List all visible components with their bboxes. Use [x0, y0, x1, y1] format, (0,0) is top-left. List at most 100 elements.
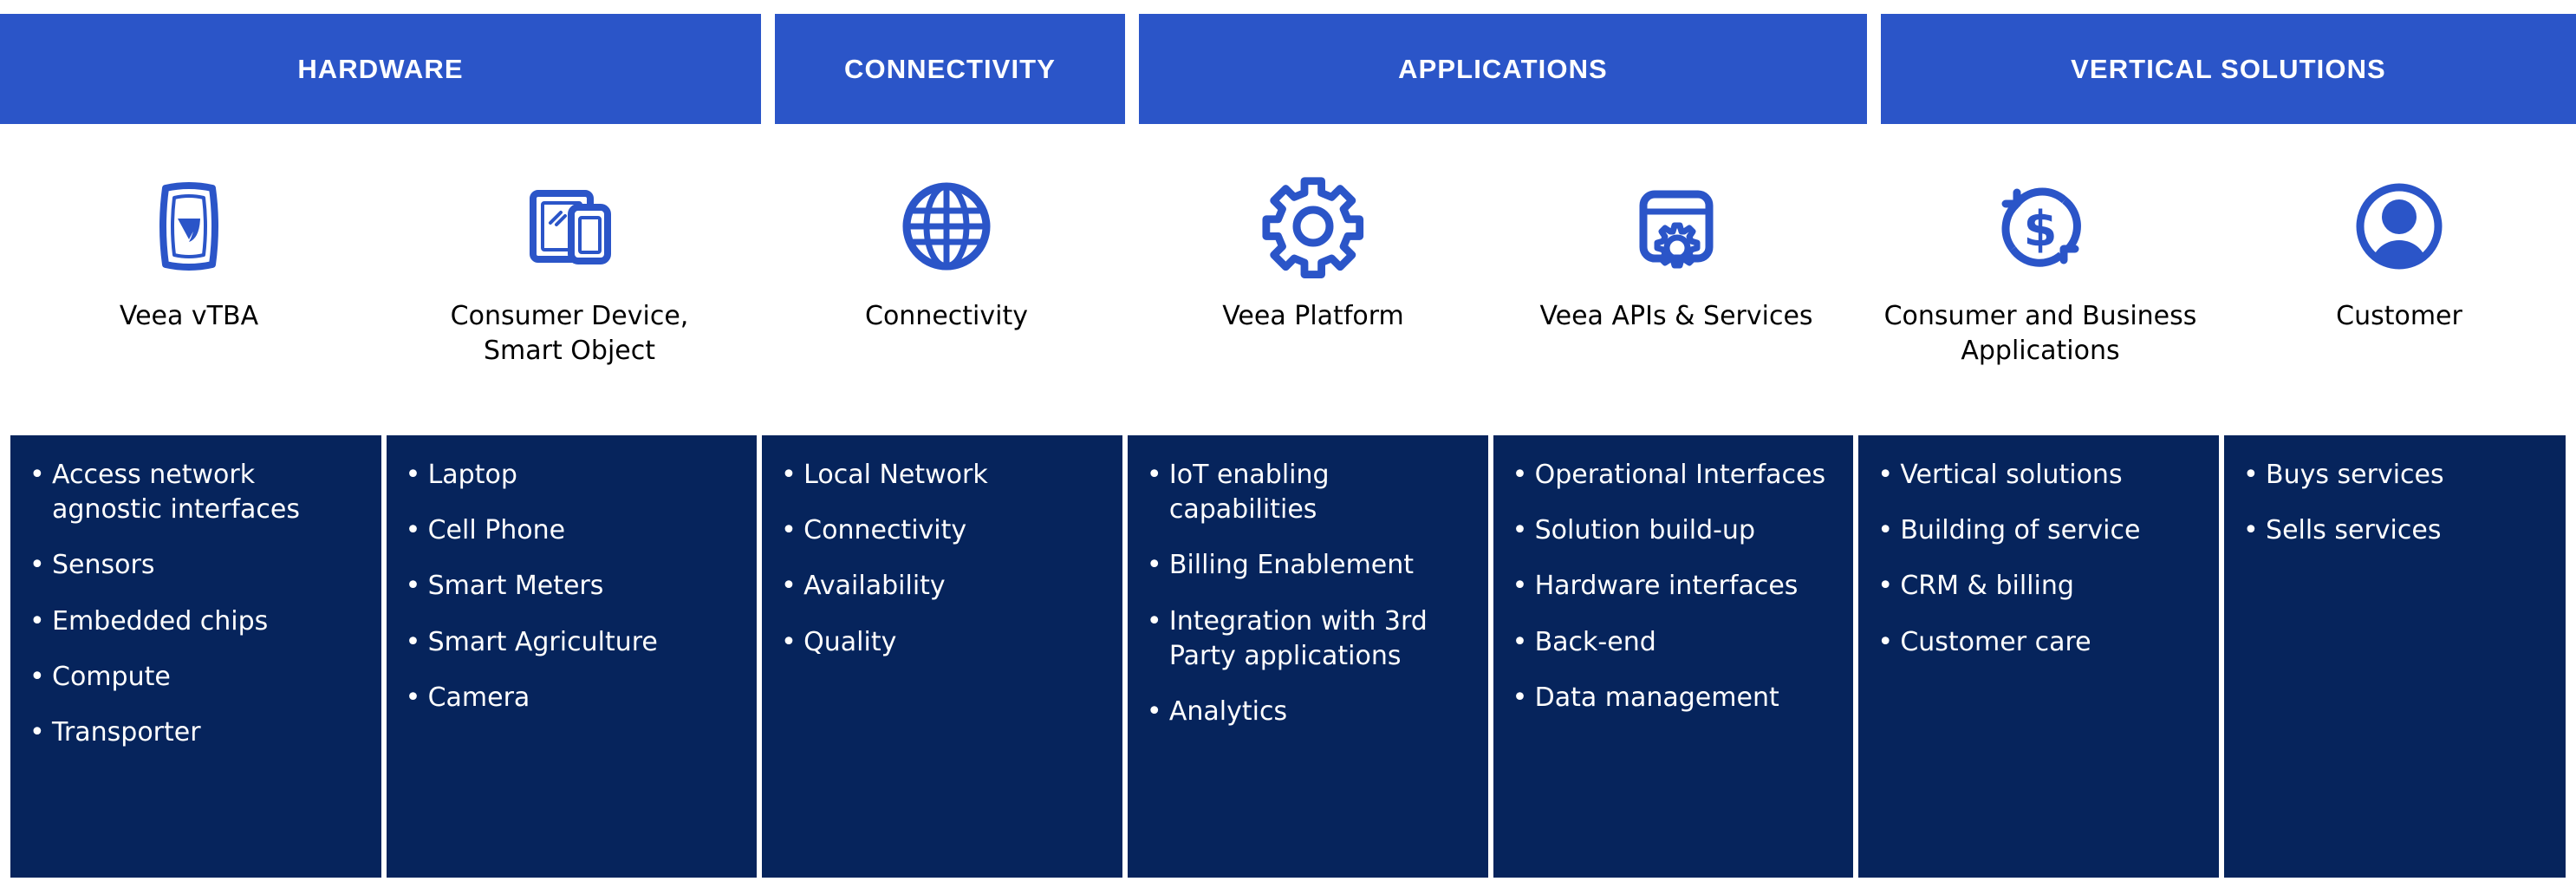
- list-item: • Connectivity: [781, 513, 1107, 548]
- veea-device-icon: [133, 171, 244, 282]
- list-item: • Access network agnostic interfaces: [29, 458, 366, 527]
- bullet-column-connectivity: • Local Network • Connectivity • Availab…: [762, 435, 1122, 878]
- list-item: • Sensors: [29, 548, 366, 583]
- list-item: • Local Network: [781, 458, 1107, 493]
- icon-caption-connectivity: Connectivity: [865, 301, 1028, 331]
- bullet-marker-icon: •: [405, 515, 421, 546]
- bullet-list-consumer-business-apps: • Vertical solutions • Building of servi…: [1877, 458, 2203, 660]
- bullet-marker-icon: •: [1512, 626, 1528, 657]
- list-item-label: Cell Phone: [427, 515, 566, 546]
- bullet-marker-icon: •: [781, 460, 797, 490]
- list-item-label: Solution build-up: [1534, 515, 1755, 546]
- bullet-marker-icon: •: [29, 550, 45, 581]
- list-item-label: Back-end: [1534, 626, 1656, 657]
- icon-cell-veea-vtba: Veea vTBA: [0, 152, 378, 412]
- list-item: • Compute: [29, 660, 366, 695]
- list-item: • Embedded chips: [29, 604, 366, 639]
- list-item-label: Billing Enablement: [1168, 550, 1415, 581]
- list-item-label: Availability: [803, 571, 946, 602]
- bullet-column-consumer-device: • Laptop • Cell Phone • Smart Meters • S…: [386, 435, 758, 878]
- bullet-marker-icon: •: [1512, 515, 1528, 546]
- list-item-label: Camera: [427, 682, 530, 713]
- list-item: • Quality: [781, 625, 1107, 660]
- bullet-marker-icon: •: [1512, 571, 1528, 602]
- bullet-marker-icon: •: [29, 661, 45, 692]
- list-item-label: Hardware interfaces: [1534, 571, 1799, 602]
- list-item: • Vertical solutions: [1877, 458, 2203, 493]
- header-connectivity: CONNECTIVITY: [775, 14, 1125, 124]
- list-item: • Availability: [781, 569, 1107, 604]
- bullet-marker-icon: •: [1877, 626, 1894, 657]
- icon-band: Veea vTBA Consumer Device,Smart Object: [0, 152, 2576, 412]
- bullet-column-consumer-business-apps: • Vertical solutions • Building of servi…: [1858, 435, 2220, 878]
- list-item-label: Access network agnostic interfaces: [52, 460, 300, 526]
- list-item: • Smart Agriculture: [406, 625, 742, 660]
- bullet-marker-icon: •: [1146, 695, 1162, 727]
- bullet-marker-icon: •: [29, 716, 45, 748]
- bullet-list-customer: • Buys services • Sells services: [2243, 458, 2550, 548]
- bullet-marker-icon: •: [1146, 460, 1162, 490]
- user-circle-icon: [2344, 171, 2455, 282]
- bullet-marker-icon: •: [781, 515, 797, 546]
- bullet-marker-icon: •: [1512, 682, 1528, 713]
- list-item-label: Smart Meters: [427, 571, 604, 602]
- globe-icon: [891, 171, 1002, 282]
- bullet-marker-icon: •: [405, 682, 421, 713]
- list-item: • Hardware interfaces: [1512, 569, 1838, 604]
- list-item-label: Quality: [803, 626, 897, 657]
- bullet-list-consumer-device: • Laptop • Cell Phone • Smart Meters • S…: [406, 458, 742, 715]
- header-applications-label: APPLICATIONS: [1398, 53, 1608, 84]
- bullet-column-veea-apis: • Operational Interfaces • Solution buil…: [1493, 435, 1854, 878]
- list-item-label: Vertical solutions: [1900, 460, 2123, 490]
- icon-caption-customer: Customer: [2336, 301, 2462, 331]
- icon-caption-veea-vtba: Veea vTBA: [119, 301, 259, 331]
- list-item: • Sells services: [2243, 513, 2550, 548]
- list-item: • Smart Meters: [406, 569, 742, 604]
- bullet-marker-icon: •: [781, 626, 797, 657]
- list-item: • Camera: [406, 681, 742, 715]
- bullet-list-connectivity: • Local Network • Connectivity • Availab…: [781, 458, 1107, 660]
- list-item: • Operational Interfaces: [1512, 458, 1838, 493]
- list-item-label: Compute: [52, 661, 171, 692]
- list-item-label: Building of service: [1900, 515, 2141, 546]
- bullet-marker-icon: •: [1877, 571, 1894, 602]
- tablet-phone-devices-icon: [514, 171, 625, 282]
- list-item: • Building of service: [1877, 513, 2203, 548]
- bullet-marker-icon: •: [405, 626, 421, 657]
- header-applications: APPLICATIONS: [1139, 14, 1867, 124]
- list-item-label: Integration with 3rd Party applications: [1168, 605, 1428, 671]
- list-item-label: Transporter: [52, 716, 201, 748]
- bullet-marker-icon: •: [781, 571, 797, 602]
- icon-cell-veea-platform: Veea Platform: [1132, 152, 1494, 412]
- list-item: • Transporter: [29, 715, 366, 750]
- icon-caption-veea-platform: Veea Platform: [1222, 301, 1404, 331]
- bullet-marker-icon: •: [1512, 460, 1528, 490]
- icon-cell-veea-apis: Veea APIs & Services: [1494, 152, 1858, 412]
- list-item: • Integration with 3rd Party application…: [1147, 604, 1473, 674]
- list-item-label: IoT enabling capabilities: [1168, 460, 1330, 526]
- list-item-label: CRM & billing: [1900, 571, 2074, 602]
- bullet-list-veea-vtba: • Access network agnostic interfaces • S…: [29, 458, 366, 750]
- list-item: • Customer care: [1877, 625, 2203, 660]
- icon-cell-customer: Customer: [2222, 152, 2576, 412]
- bullet-marker-icon: •: [1877, 515, 1894, 546]
- list-item-label: Data management: [1534, 682, 1779, 713]
- browser-window-gear-icon: [1621, 171, 1732, 282]
- list-item-label: Sensors: [52, 550, 155, 581]
- list-item: • Analytics: [1147, 695, 1473, 729]
- list-item: • IoT enabling capabilities: [1147, 458, 1473, 527]
- bullet-marker-icon: •: [29, 460, 45, 490]
- list-item-label: Local Network: [803, 460, 988, 490]
- icon-cell-consumer-device: Consumer Device,Smart Object: [378, 152, 761, 412]
- bullet-marker-icon: •: [405, 460, 421, 490]
- bullet-marker-icon: •: [1877, 460, 1894, 490]
- icon-caption-consumer-device: Consumer Device,Smart Object: [450, 301, 689, 366]
- list-item: • Billing Enablement: [1147, 548, 1473, 583]
- list-item: • Solution build-up: [1512, 513, 1838, 548]
- svg-text:$: $: [2024, 201, 2058, 258]
- list-item-label: Connectivity: [803, 515, 967, 546]
- header-hardware-label: HARDWARE: [297, 53, 464, 84]
- list-item-label: Buys services: [2266, 460, 2444, 490]
- bullet-marker-icon: •: [2243, 515, 2259, 546]
